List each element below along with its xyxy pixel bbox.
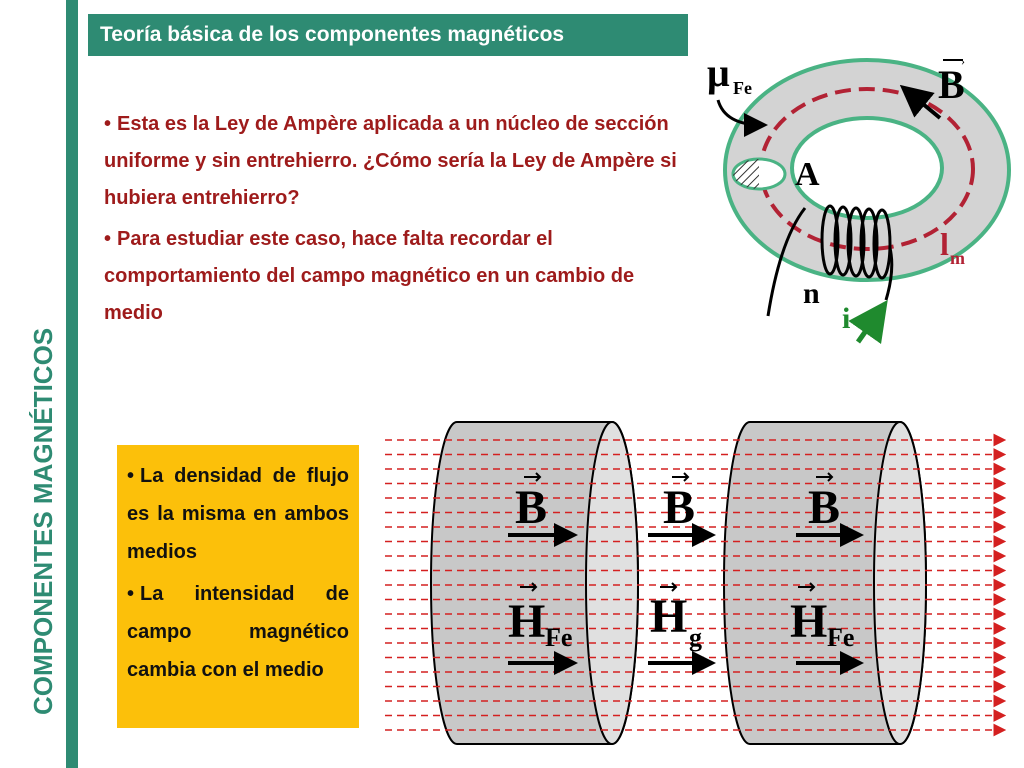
b-label-left: B xyxy=(515,481,547,534)
note-item: •La intensidad de campo magnético cambia… xyxy=(127,575,349,689)
b-label: B xyxy=(938,62,965,107)
bullet-marker: • xyxy=(127,583,135,605)
length-label: l xyxy=(940,226,949,262)
length-subscript: m xyxy=(950,248,965,268)
turns-label: n xyxy=(803,277,820,310)
bullet-marker: • xyxy=(104,113,112,135)
h-subscript-left: Fe xyxy=(545,623,572,652)
bullet-item: •Esta es la Ley de Ampère aplicada a un … xyxy=(104,106,694,217)
area-label: A xyxy=(795,156,820,193)
bullet-text: Para estudiar este caso, hace falta reco… xyxy=(104,228,635,324)
b-label-mid: B xyxy=(663,481,695,534)
left-cylinder xyxy=(430,421,639,745)
h-subscript-right: Fe xyxy=(827,623,854,652)
h-label-left: H xyxy=(508,595,545,648)
vector-bar xyxy=(660,582,678,592)
h-label-mid: H xyxy=(650,590,687,643)
vector-bar-arrowhead: › xyxy=(961,54,965,68)
vector-bar xyxy=(672,472,690,482)
mu-label: μ xyxy=(707,50,730,95)
side-accent-bar xyxy=(66,0,78,768)
coil-winding xyxy=(766,204,894,317)
h-label-right: H xyxy=(790,595,827,648)
bullet-text: Esta es la Ley de Ampère aplicada a un n… xyxy=(104,113,677,209)
note-text: La intensidad de campo magnético cambia … xyxy=(127,583,349,681)
vector-bar xyxy=(816,472,834,482)
note-text: La densidad de flujo es la misma en ambo… xyxy=(127,465,349,563)
current-label: i xyxy=(842,302,850,335)
slide-title: Teoría básica de los componentes magnéti… xyxy=(88,14,688,56)
mu-pointer-arrow xyxy=(716,99,768,137)
h-subscript-mid: g xyxy=(689,623,702,652)
bullet-marker: • xyxy=(104,228,112,250)
bullet-marker: • xyxy=(127,465,135,487)
b-direction-arrow xyxy=(899,84,942,120)
bullet-item: •Para estudiar este caso, hace falta rec… xyxy=(104,221,694,332)
vector-bar xyxy=(524,472,542,482)
current-arrow xyxy=(848,299,888,345)
mu-subscript: Fe xyxy=(733,78,752,98)
vector-bar xyxy=(520,582,538,592)
b-label-right: B xyxy=(808,481,840,534)
note-item: •La densidad de flujo es la misma en amb… xyxy=(127,457,349,571)
vector-bar xyxy=(798,582,816,592)
field-lines xyxy=(385,433,1007,737)
cross-section-hatch xyxy=(733,159,759,189)
bullet-list: •Esta es la Ley de Ampère aplicada a un … xyxy=(104,106,694,336)
right-cylinder xyxy=(723,421,927,745)
note-box: •La densidad de flujo es la misma en amb… xyxy=(117,445,359,728)
